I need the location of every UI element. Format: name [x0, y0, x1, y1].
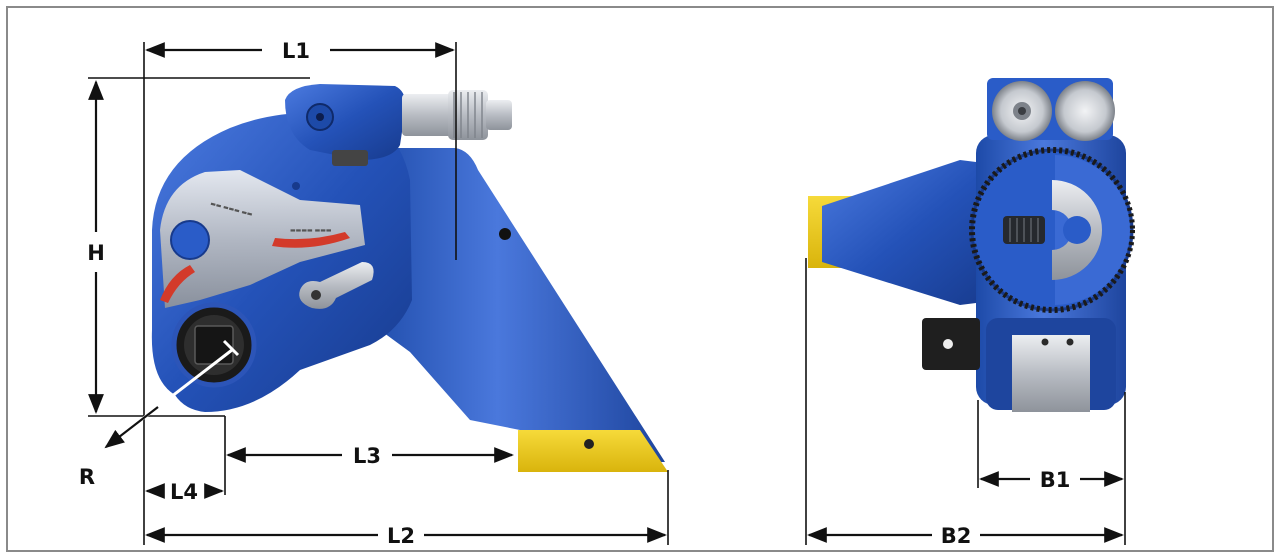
label-l3: L3 — [353, 444, 381, 468]
label-l2: L2 — [387, 524, 415, 548]
label-r: R — [79, 465, 95, 489]
side-view: ▬▬ ▬▬▬ ▬▬ ▬▬▬▬ ▬▬▬ — [151, 84, 668, 472]
decal-fine-print-2: ▬▬▬▬ ▬▬▬ — [290, 227, 332, 234]
front-view — [808, 78, 1135, 412]
front-silver-pad — [1012, 335, 1090, 412]
decal-red-arrow-2 — [160, 265, 195, 303]
diagram-frame — [6, 6, 1274, 552]
label-b2: B2 — [941, 524, 972, 548]
release-button — [170, 220, 210, 260]
label-l1: L1 — [282, 39, 310, 63]
front-hose-fitting-right — [1055, 81, 1115, 141]
arm-screw — [499, 228, 511, 240]
square-drive — [171, 302, 257, 388]
front-arm — [822, 160, 1000, 305]
swivel-connector — [285, 84, 512, 166]
decal-red-arrow — [272, 232, 350, 248]
label-b1: B1 — [1040, 468, 1071, 492]
warning-decal — [160, 170, 365, 308]
foot-hole — [584, 439, 594, 449]
dimensions-front — [805, 258, 1126, 545]
reaction-arm — [360, 148, 665, 462]
label-l4: L4 — [170, 480, 198, 504]
reaction-foot — [518, 430, 668, 472]
dimensions-side — [88, 42, 669, 545]
front-reaction-foot — [808, 196, 860, 268]
label-h: H — [87, 241, 105, 265]
body-screw — [292, 182, 300, 190]
